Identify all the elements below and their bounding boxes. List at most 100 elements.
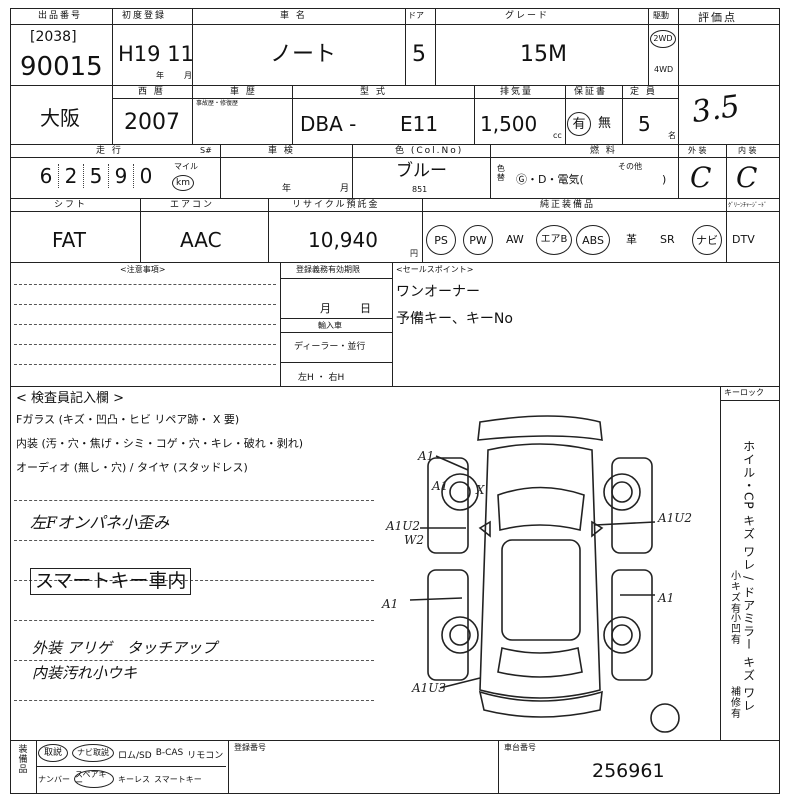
exterior-label: 外 装 — [688, 146, 707, 155]
dotted-line — [14, 324, 276, 325]
damage-mark: A1 — [381, 597, 398, 611]
divider — [422, 198, 423, 262]
dotted-line — [14, 660, 374, 661]
first-reg-value: H19 11 — [118, 42, 194, 66]
equip-navi: ナビ — [696, 233, 718, 247]
year-label: 西 暦 — [138, 87, 165, 97]
fuel-other: その他 — [618, 162, 642, 171]
divider — [140, 198, 141, 262]
warranty-yes-circled: 有 — [567, 112, 591, 136]
fuel-close-paren: ) — [662, 173, 667, 186]
item-manual: 取説 — [38, 744, 68, 762]
divider — [726, 144, 727, 198]
cc-unit: cc — [553, 131, 562, 140]
mileage-digit: 0 — [139, 164, 153, 188]
item-spare-key: スペアキー — [74, 770, 114, 788]
recycle-label: リサイクル預託金 — [292, 200, 380, 210]
equip-ps-circled: PS — [426, 225, 456, 255]
interior-line: 内装 (汚・穴・焦げ・シミ・コゲ・穴・キレ・破れ・剥れ) — [16, 437, 304, 450]
reg-line — [280, 278, 392, 279]
door-label: ドア — [408, 11, 424, 20]
sales-line2: 予備キー、キーNo — [396, 311, 513, 327]
side-annotation: ホイル・CP キズ ワレ / ドアミラー キズ ワレ — [741, 440, 756, 713]
dotted-line — [14, 500, 374, 501]
aircon-value: AAC — [180, 228, 222, 252]
steering-line — [280, 362, 392, 363]
equip-pw-circled: PW — [463, 225, 493, 255]
dotted-line — [14, 344, 276, 345]
divider — [280, 262, 281, 386]
item-smart-key: スマートキー — [154, 775, 202, 784]
car-damage-diagram: A1 A1 A1U2 W2 A1U2 A1 A1 A1U3 X — [381, 415, 692, 733]
divider — [678, 8, 679, 198]
year-value: 2007 — [124, 110, 180, 135]
drive-4wd: 4WD — [654, 65, 674, 74]
steering-value: 左H ・ 右H — [298, 373, 345, 383]
item-plate: ナンバー — [38, 775, 70, 784]
divider — [228, 740, 229, 794]
sales-line1: ワンオーナー — [396, 284, 480, 300]
era-year-label: 年 — [156, 71, 164, 80]
month-label: 月 — [184, 71, 192, 80]
mileage-digit: 9 — [109, 164, 134, 188]
equip-ps: PS — [434, 233, 448, 247]
divider — [192, 8, 193, 144]
interior-label: 内 装 — [738, 146, 757, 155]
damage-mark: A1U3 — [411, 681, 446, 695]
color-change-label: 色替 — [496, 164, 506, 182]
reg-label: 登録義務有効期限 — [296, 265, 360, 274]
exterior-grade: C — [690, 161, 712, 194]
damage-mark: X — [475, 483, 485, 497]
mile-label: マイル — [174, 162, 198, 171]
divider — [405, 8, 406, 85]
keylock-label: キーロック — [724, 388, 764, 397]
reg-day: 日 — [360, 302, 371, 315]
sn-label: S# — [200, 146, 212, 155]
displacement-label: 排気量 — [500, 87, 534, 97]
divider — [720, 386, 721, 740]
color-label: 色 (Col.No) — [395, 146, 464, 156]
item-remote: リモコン — [187, 751, 224, 761]
history-sub: 事故歴・修復歴 — [196, 100, 239, 107]
drive-label: 駆動 — [653, 11, 669, 20]
color-value: ブルー — [396, 161, 447, 181]
warranty-card-label: ｸﾞﾘｰﾝﾁｬｰｼﾞｰﾄﾞ — [728, 202, 768, 209]
damage-mark: A1U2 — [385, 519, 420, 533]
type-label: 型 式 — [360, 87, 387, 97]
dotted-line — [14, 364, 276, 365]
grade-value: 15M — [520, 42, 567, 67]
side-small-dent: 小凹有 — [728, 612, 740, 645]
divider — [435, 8, 436, 85]
divider — [352, 144, 353, 198]
mileage-digit: 5 — [84, 164, 109, 188]
row2-bottom-line — [10, 144, 780, 145]
equip-pw: PW — [469, 233, 487, 247]
damage-mark: A1 — [417, 449, 434, 463]
item-keyless: キーレス — [118, 775, 150, 784]
divider — [498, 740, 499, 794]
model-value: ノート — [270, 42, 337, 67]
row4-bottom-line — [10, 262, 780, 263]
row1-bottom-line — [10, 85, 780, 86]
handwritten-note-3: 内装汚れ小ウキ — [32, 664, 138, 682]
yen-unit: 円 — [410, 249, 418, 258]
caution-label: <注意事項> — [120, 265, 166, 274]
color-no: 851 — [412, 185, 428, 194]
dotted-line — [14, 284, 276, 285]
divider — [565, 85, 566, 144]
displacement-value: 1,500 — [480, 112, 538, 136]
glass-line: Fガラス (キズ・凹凸・ヒビ リペア跡・ X 要) — [16, 413, 240, 426]
equip-sr: SR — [660, 233, 675, 246]
interior-grade: C — [736, 161, 758, 194]
mileage-label: 走 行 — [96, 146, 123, 156]
km-circled: km — [172, 175, 194, 191]
dotted-line — [14, 580, 374, 581]
notes-bottom-line — [10, 386, 780, 387]
row3-bottom-line — [10, 198, 780, 199]
lot-no-label: 出品番号 — [38, 11, 83, 21]
equip-leather: 革 — [626, 233, 637, 246]
divider — [648, 8, 649, 85]
sales-label: <セールスポイント> — [396, 265, 474, 274]
divider — [474, 85, 475, 144]
